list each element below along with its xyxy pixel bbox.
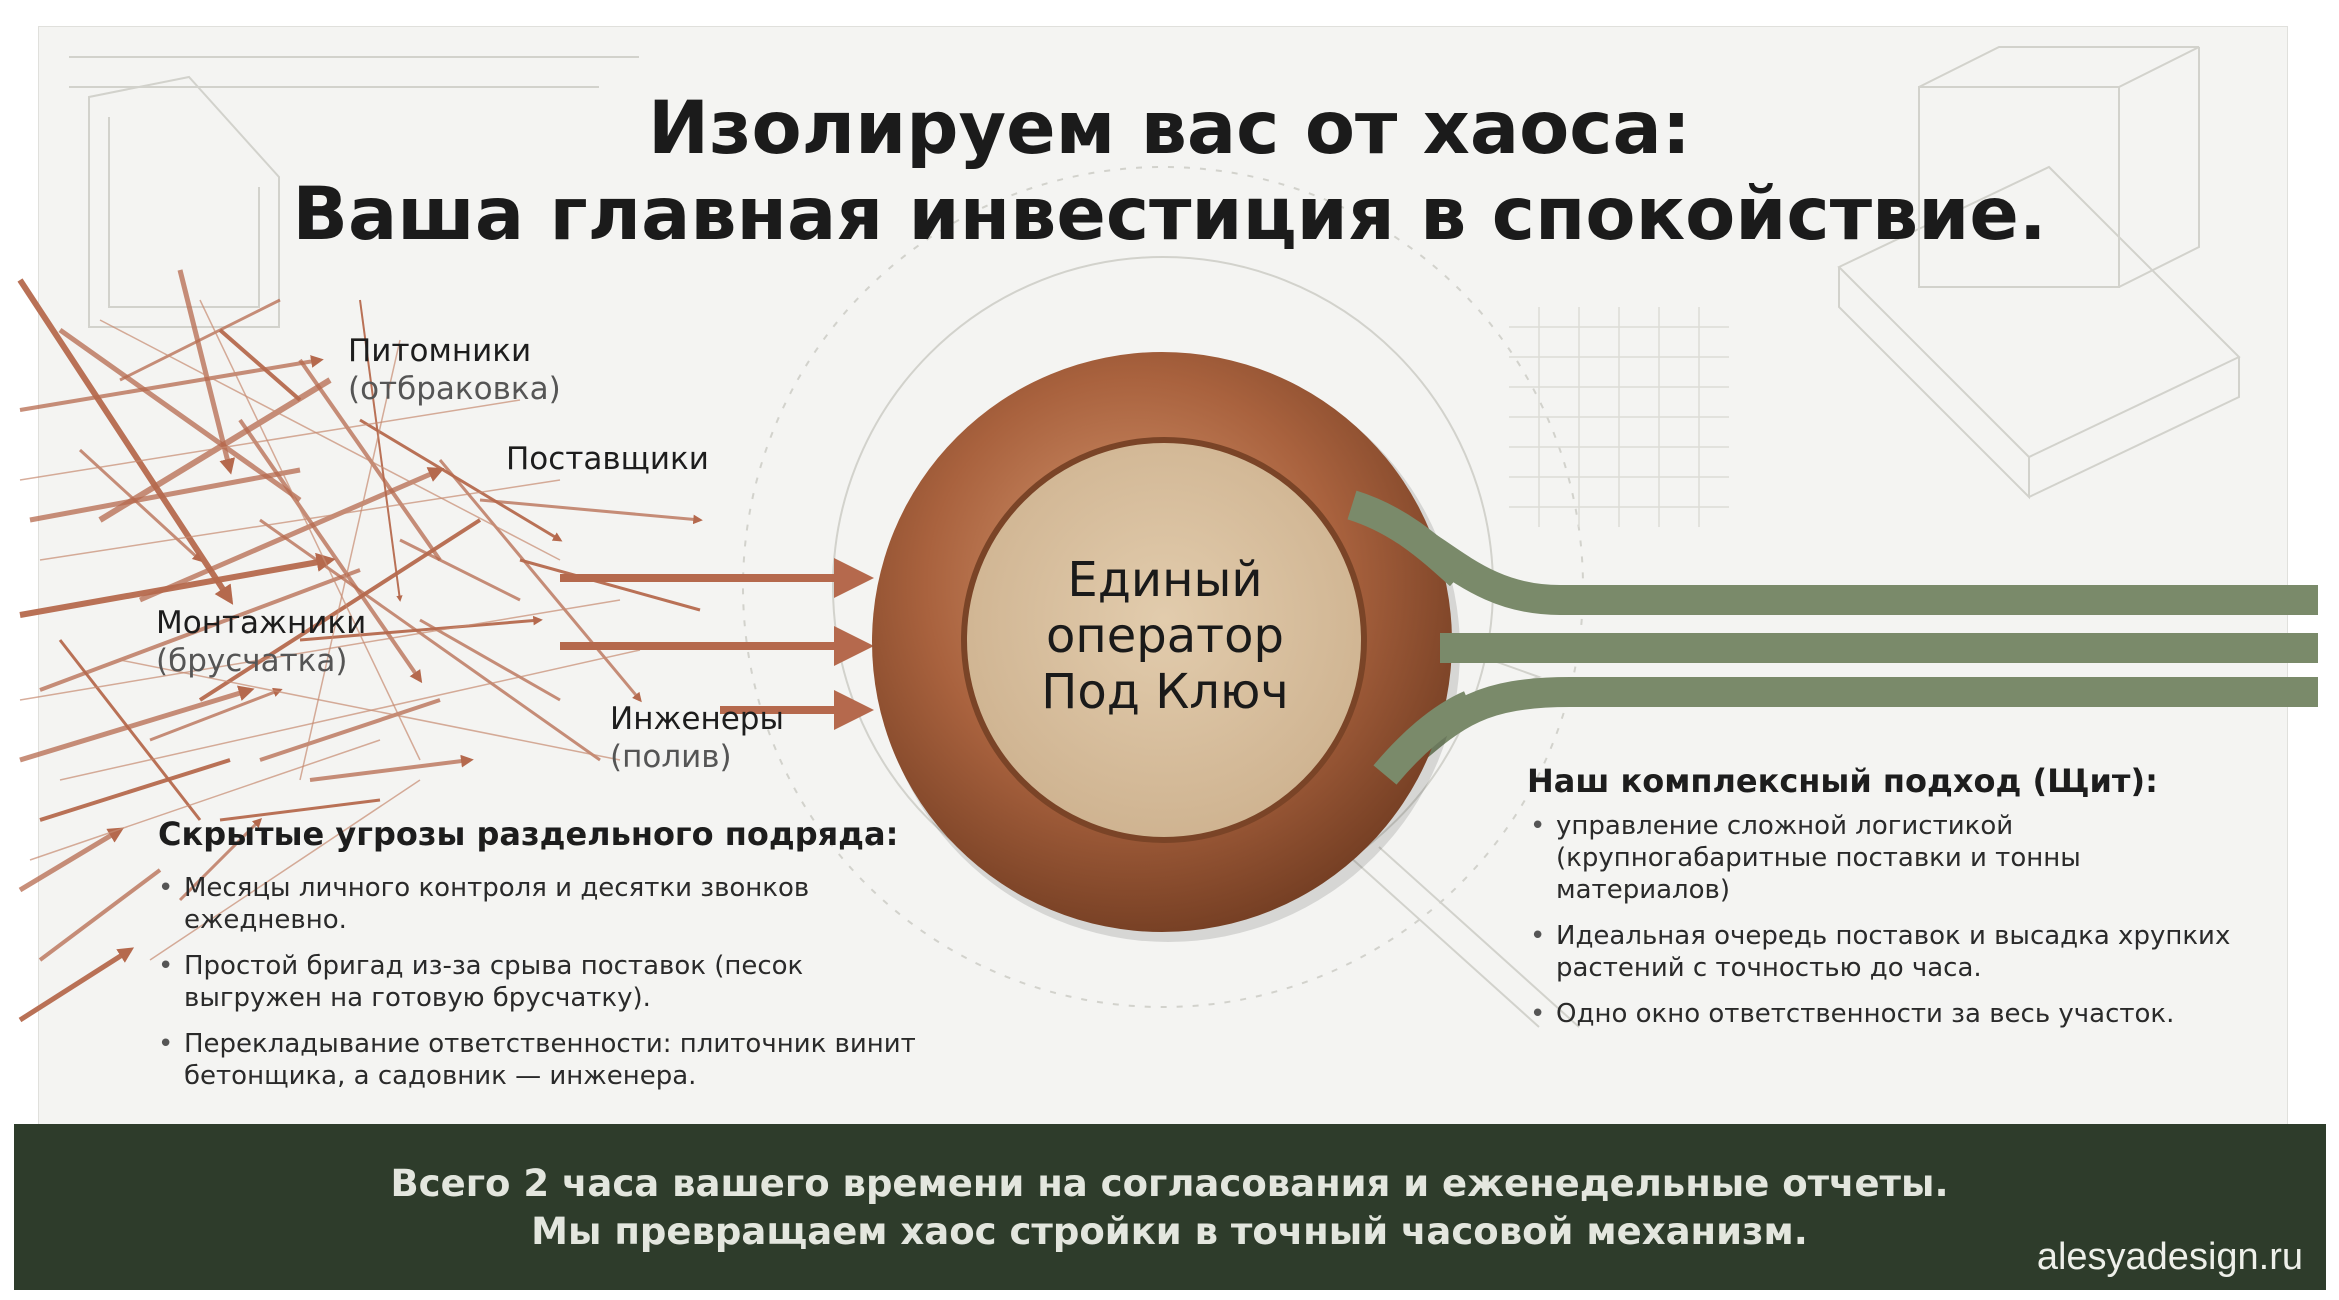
- chaos-arrow: [58, 639, 202, 821]
- hub-label: Единый оператор Под Ключ: [1000, 552, 1330, 720]
- chaos-scribble: [99, 319, 561, 561]
- chaos-arrow: [19, 355, 324, 412]
- watermark: alesyadesign.ru: [2036, 1236, 2303, 1278]
- hub-label-line-3: Под Ключ: [1041, 664, 1289, 720]
- chaos-arrow: [359, 299, 403, 602]
- threat-item: Простой бригад из-за срыва поставок (пес…: [158, 950, 918, 1014]
- banner-text: Всего 2 часа вашего времени на согласова…: [0, 1160, 2339, 1256]
- chaos-arrow: [309, 754, 474, 782]
- chaos-scribble: [299, 339, 401, 781]
- chaos-arrow: [299, 615, 543, 642]
- chaos-scribble: [39, 479, 561, 561]
- chaos-arrow: [238, 418, 423, 684]
- banner-line-2: Мы превращаем хаос стройки в точный часо…: [531, 1210, 1808, 1253]
- label-installers-name: Монтажники: [156, 605, 367, 641]
- chaos-arrow: [519, 558, 701, 612]
- hub-inner-disc: [961, 437, 1367, 843]
- chaos-arrow: [78, 448, 203, 562]
- label-engineers-sub: (полив): [610, 739, 732, 775]
- chaos-arrow: [58, 327, 302, 503]
- chaos-arrow: [259, 518, 601, 762]
- chaos-arrow: [149, 687, 283, 742]
- banner-line-1: Всего 2 часа вашего времени на согласова…: [390, 1162, 1949, 1205]
- converging-arrows: [560, 558, 874, 730]
- threat-item: Месяцы личного контроля и десятки звонко…: [158, 872, 918, 936]
- title-line-2: Ваша главная инвестиция в спокойствие.: [292, 172, 2047, 257]
- hub-label-line-2: оператор: [1046, 608, 1284, 664]
- chaos-scribble: [119, 659, 621, 761]
- bottom-banner: [14, 1124, 2326, 1290]
- title-line-1: Изолируем вас от хаоса:: [648, 86, 1691, 171]
- threat-item: Перекладывание ответственности: плиточни…: [158, 1028, 918, 1092]
- approach-list: управление сложной логистикой (крупногаб…: [1530, 810, 2240, 1044]
- chaos-arrow: [29, 467, 301, 523]
- approach-title: Наш комплексный подход (Щит):: [1527, 762, 2158, 800]
- chaos-arrow: [17, 278, 234, 605]
- chaos-arrow: [18, 827, 125, 893]
- chaos-arrow: [399, 538, 521, 602]
- chaos-arrow: [298, 358, 442, 562]
- chaos-arrows: [17, 269, 703, 1023]
- label-engineers-name: Инженеры: [610, 701, 784, 737]
- chaos-scribble: [19, 399, 521, 481]
- label-nurseries: Питомники (отбраковка): [348, 332, 561, 408]
- chaos-arrow: [438, 459, 642, 703]
- approach-item: Идеальная очередь поставок и высадка хру…: [1530, 920, 2240, 984]
- label-installers: Монтажники (брусчатка): [156, 604, 366, 680]
- chaos-arrow: [18, 947, 135, 1023]
- threats-list: Месяцы личного контроля и десятки звонко…: [158, 872, 918, 1106]
- flow-line-overlay: [1347, 490, 1477, 785]
- chaos-arrow: [38, 868, 162, 962]
- chaos-scribble: [199, 299, 421, 761]
- label-engineers: Инженеры (полив): [610, 700, 784, 776]
- page-title: Изолируем вас от хаоса: Ваша главная инв…: [0, 86, 2339, 258]
- chaos-arrow: [98, 377, 332, 523]
- chaos-arrow: [119, 298, 281, 382]
- chaos-arrow: [259, 698, 441, 762]
- flow-line-top: [1354, 495, 2318, 615]
- chaos-arrow: [359, 418, 563, 542]
- chaos-arrow: [39, 568, 361, 692]
- chaos-arrow: [39, 758, 231, 822]
- chaos-arrow: [177, 269, 236, 475]
- central-hub: [872, 352, 1460, 942]
- chaos-arrow: [479, 498, 703, 525]
- chaos-arrow: [19, 685, 255, 763]
- flow-line-bottom: [1380, 677, 2318, 782]
- chaos-arrow: [218, 328, 302, 402]
- approach-item: управление сложной логистикой (крупногаб…: [1530, 810, 2240, 906]
- label-nurseries-sub: (отбраковка): [348, 371, 561, 407]
- hub-label-line-1: Единый: [1067, 552, 1263, 608]
- label-installers-sub: (брусчатка): [156, 643, 348, 679]
- threats-title: Скрытые угрозы раздельного подряда:: [158, 815, 899, 853]
- chaos-arrow: [419, 618, 561, 702]
- chaos-scribble: [59, 649, 641, 781]
- label-nurseries-name: Питомники: [348, 333, 532, 369]
- chaos-scribble: [29, 739, 381, 861]
- approach-item: Одно окно ответственности за весь участо…: [1530, 998, 2240, 1030]
- label-suppliers: Поставщики: [506, 440, 709, 478]
- label-suppliers-name: Поставщики: [506, 441, 709, 477]
- output-flow-lines: [1354, 495, 2318, 782]
- chaos-scribble: [19, 599, 621, 701]
- chaos-arrow: [219, 798, 381, 822]
